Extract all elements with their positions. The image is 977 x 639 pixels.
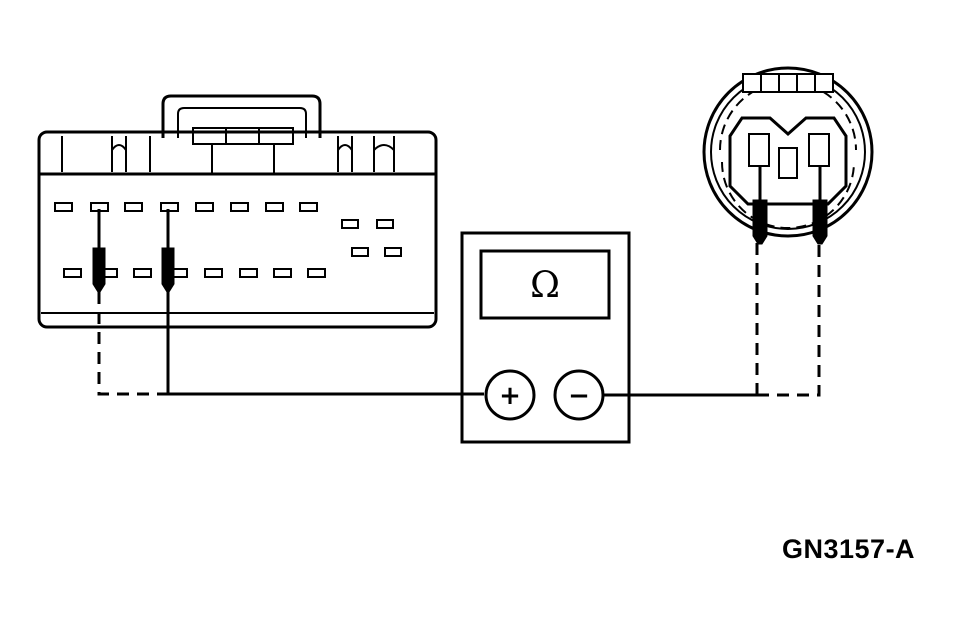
lead-solid-1 bbox=[166, 292, 484, 396]
sensor-pin-2 bbox=[778, 147, 798, 179]
sensor-pin-1 bbox=[748, 133, 770, 167]
meter-display bbox=[479, 249, 611, 320]
ohmmeter: Ω + − bbox=[460, 231, 631, 444]
negative-terminal: − bbox=[553, 369, 605, 421]
cavity bbox=[299, 202, 318, 212]
probe-left-1 bbox=[92, 209, 106, 293]
probe-left-2 bbox=[161, 209, 175, 293]
negative-terminal-label: − bbox=[568, 381, 590, 411]
lead-dashed-1 bbox=[97, 292, 168, 396]
positive-terminal-label: + bbox=[499, 381, 521, 411]
cavity bbox=[376, 219, 394, 229]
cavity bbox=[265, 202, 284, 212]
cavity bbox=[384, 247, 402, 257]
lead-dashed-2 bbox=[757, 240, 821, 397]
positive-terminal: + bbox=[484, 369, 536, 421]
cavity bbox=[307, 268, 326, 278]
probe-right-1 bbox=[752, 166, 768, 245]
upper-cavity-row bbox=[54, 202, 318, 212]
cavity bbox=[273, 268, 292, 278]
cavity bbox=[195, 202, 214, 212]
cavity bbox=[133, 268, 152, 278]
cavity bbox=[230, 202, 249, 212]
ohm-symbol: Ω bbox=[530, 265, 560, 306]
cavity bbox=[63, 268, 82, 278]
sensor-pin-3 bbox=[808, 133, 830, 167]
probe-right-2 bbox=[812, 166, 828, 245]
cavity bbox=[124, 202, 143, 212]
cavity bbox=[351, 247, 369, 257]
cavity bbox=[239, 268, 258, 278]
cavity bbox=[54, 202, 73, 212]
figure-id-label: GN3157-A bbox=[782, 534, 916, 564]
cavity bbox=[341, 219, 359, 229]
cavity bbox=[204, 268, 223, 278]
sensor-connector bbox=[702, 66, 874, 245]
harness-connector bbox=[37, 94, 438, 329]
